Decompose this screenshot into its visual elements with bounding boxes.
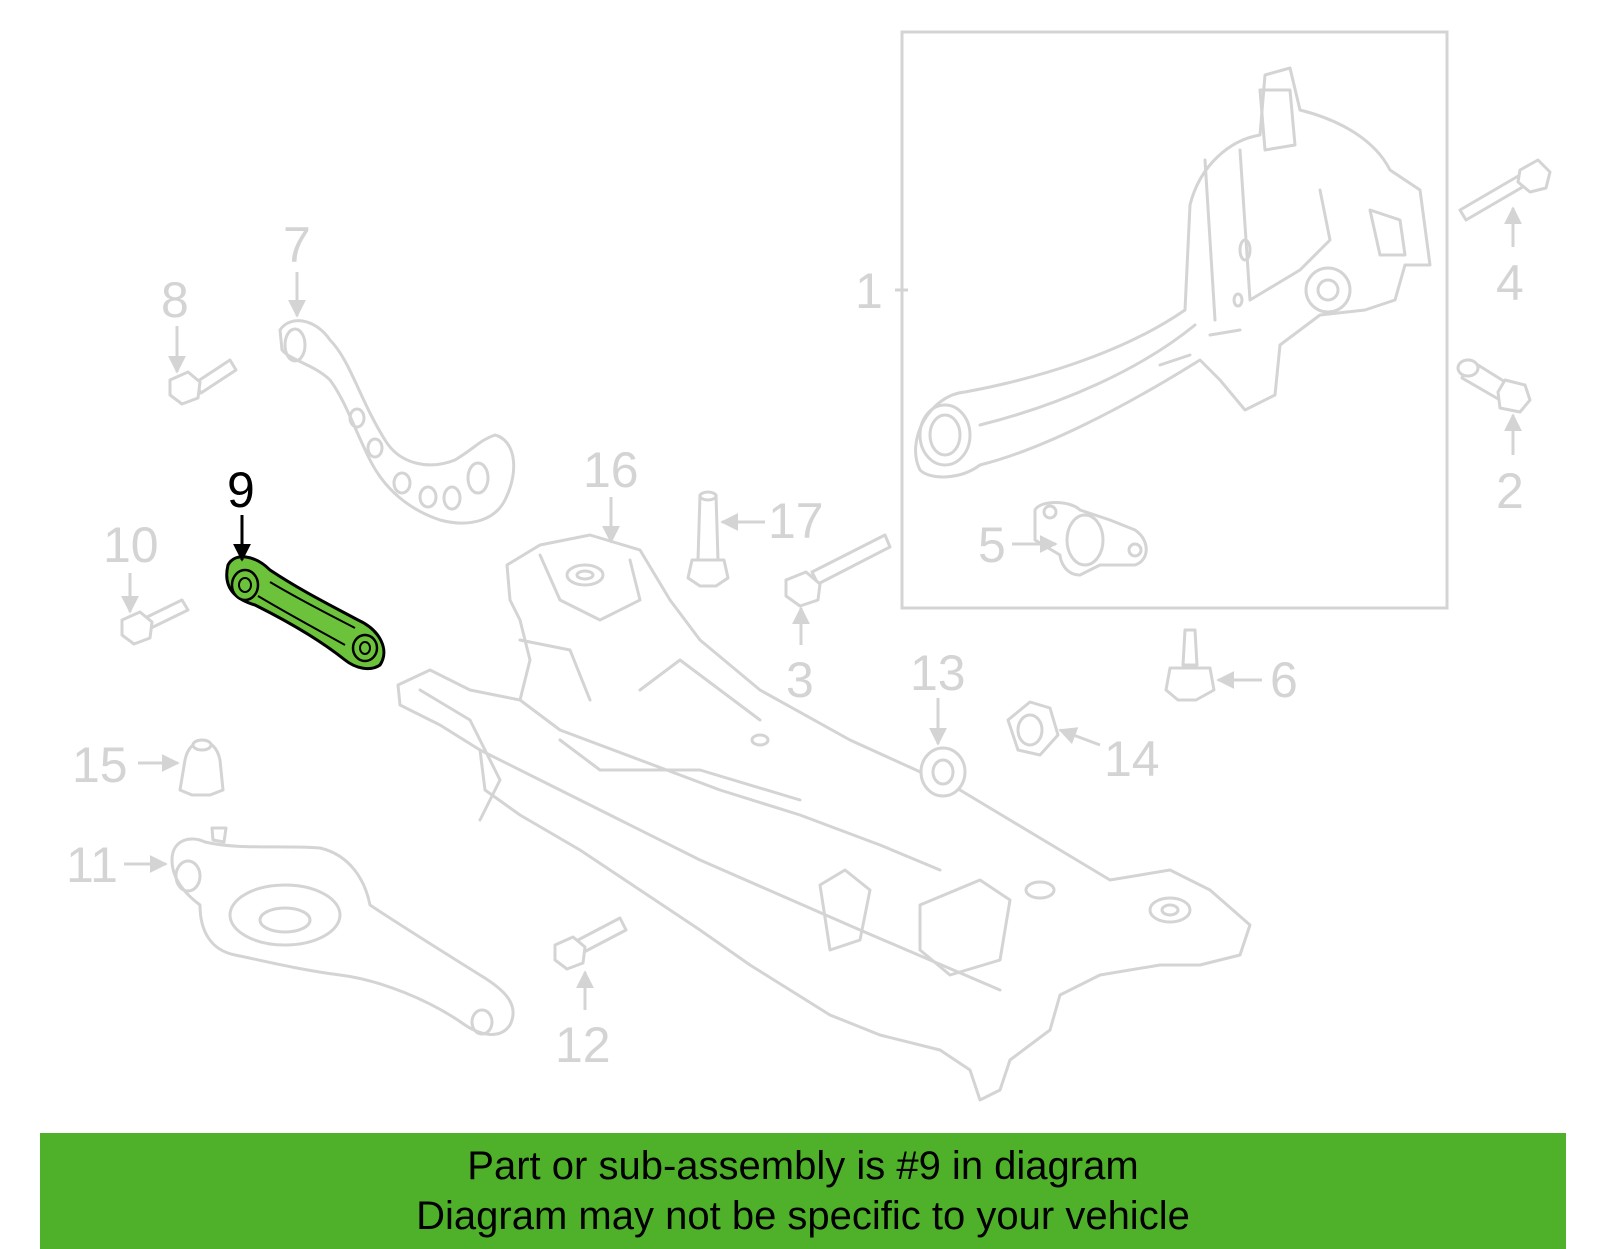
part-7-upper-arm[interactable] bbox=[278, 319, 516, 525]
callout-3: 3 bbox=[786, 652, 814, 708]
banner-line-1: Part or sub-assembly is #9 in diagram bbox=[467, 1144, 1139, 1188]
part-6-stud[interactable] bbox=[1164, 628, 1216, 702]
part-8-bolt[interactable] bbox=[168, 358, 238, 406]
callout-13: 13 bbox=[910, 645, 966, 701]
part-9-lateral-link[interactable] bbox=[225, 555, 386, 671]
inset-box bbox=[900, 30, 1449, 610]
callout-17: 17 bbox=[768, 493, 824, 549]
callout-9: 9 bbox=[227, 462, 255, 518]
callout-15: 15 bbox=[72, 737, 128, 793]
part-2-bolt[interactable] bbox=[1456, 358, 1532, 414]
part-3-bolt[interactable] bbox=[784, 533, 892, 608]
callout-12: 12 bbox=[555, 1017, 611, 1073]
callout-1: 1 bbox=[855, 263, 883, 319]
info-banner: Part or sub-assembly is #9 in diagram Di… bbox=[40, 1133, 1566, 1249]
part-1-trailing-arm[interactable] bbox=[914, 66, 1432, 479]
callout-8: 8 bbox=[161, 272, 189, 328]
callout-11: 11 bbox=[66, 837, 118, 893]
part-17-bolt[interactable] bbox=[686, 490, 730, 588]
part-13-washer[interactable] bbox=[919, 746, 967, 798]
part-11-lower-arm[interactable] bbox=[170, 826, 515, 1036]
part-16-subframe[interactable] bbox=[396, 533, 1252, 1102]
callout-2: 2 bbox=[1496, 463, 1524, 519]
part-12-bolt[interactable] bbox=[553, 916, 628, 971]
part-5-bushing[interactable] bbox=[1033, 501, 1148, 577]
part-15-bump-stop[interactable] bbox=[178, 738, 225, 797]
callout-14: 14 bbox=[1104, 731, 1160, 787]
callout-5: 5 bbox=[978, 517, 1006, 573]
banner-line-2: Diagram may not be specific to your vehi… bbox=[416, 1194, 1190, 1238]
callout-10: 10 bbox=[103, 517, 159, 573]
callout-6: 6 bbox=[1270, 652, 1298, 708]
part-4-bolt[interactable] bbox=[1458, 158, 1552, 222]
part-14-nut[interactable] bbox=[1006, 700, 1060, 757]
callout-7: 7 bbox=[283, 217, 311, 273]
part-10-bolt[interactable] bbox=[120, 598, 190, 646]
callout-16: 16 bbox=[583, 442, 639, 498]
callout-4: 4 bbox=[1496, 255, 1524, 311]
